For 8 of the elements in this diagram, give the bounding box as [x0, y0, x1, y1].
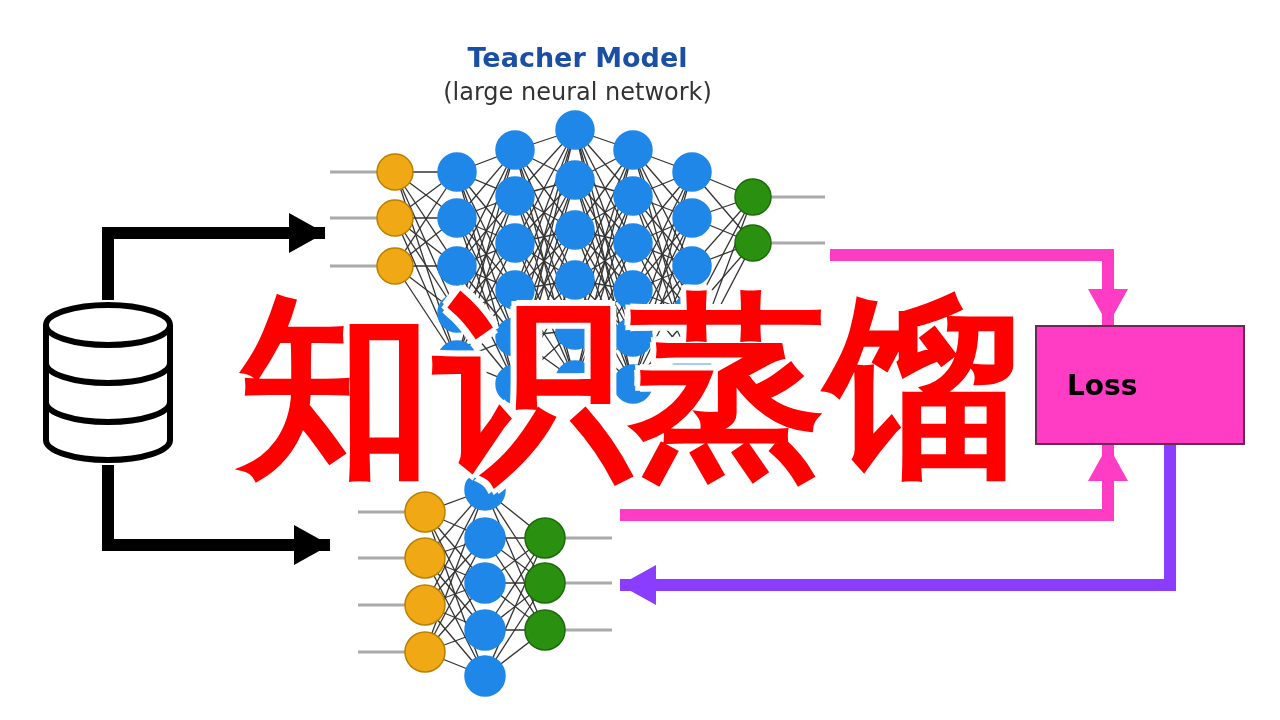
model-subtitle: (large neural network)	[442, 78, 713, 106]
loss-box: Loss	[1035, 325, 1245, 445]
model-title: Teacher Model	[466, 42, 689, 73]
arrow	[102, 465, 330, 565]
arrow	[620, 445, 1177, 605]
arrow	[620, 445, 1128, 521]
arrow	[830, 248, 1128, 325]
arrow	[102, 213, 325, 300]
